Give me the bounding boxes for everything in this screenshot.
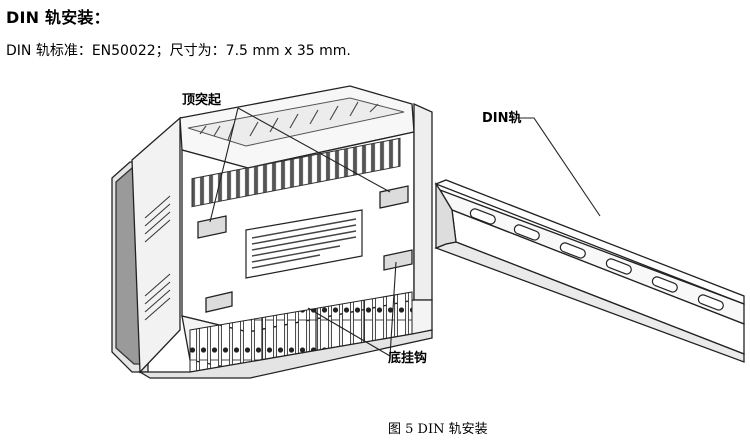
callout-din-rail: DIN轨: [482, 110, 522, 126]
din-rail: [434, 179, 745, 363]
controller-unit: [111, 85, 433, 379]
callout-top-protrusion: 顶突起: [182, 92, 222, 108]
callout-leaders: [209, 107, 601, 357]
din-rail-spec-text: DIN 轨标准：EN50022；尺寸为：7.5 mm x 35 mm.: [6, 43, 351, 59]
section-heading: DIN 轨安装：: [6, 8, 110, 27]
callout-bottom-hook: 底挂钩: [388, 350, 427, 366]
figure-caption: 图 5 DIN 轨安装: [388, 422, 488, 437]
